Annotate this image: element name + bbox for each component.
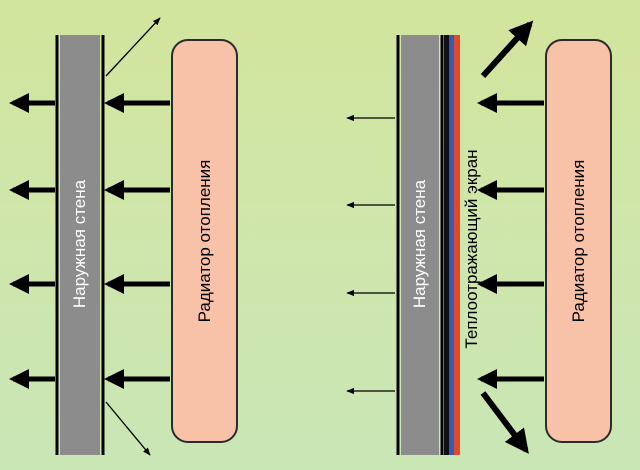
left-outside-arrows bbox=[9, 93, 55, 389]
left-diagonal-arrow-up bbox=[105, 17, 161, 77]
right-wall-label: Наружная стена bbox=[410, 179, 429, 309]
left-radiator-label: Радиатор отопления bbox=[195, 159, 214, 323]
right-outer-wall bbox=[396, 35, 444, 455]
right-radiator-label: Радиатор отопления bbox=[569, 159, 588, 323]
left-wall-label: Наружная стена bbox=[70, 179, 89, 309]
right-reflected-arrow-up bbox=[480, 20, 534, 79]
left-radiator bbox=[171, 39, 238, 443]
right-diagonal-arrows bbox=[480, 20, 534, 454]
right-screen-label: Теплоотражающий экран bbox=[462, 149, 481, 349]
heat-reflective-screen bbox=[444, 35, 460, 455]
right-panel bbox=[346, 20, 612, 455]
right-reflected-arrow-down bbox=[480, 391, 529, 454]
left-panel bbox=[9, 17, 238, 456]
right-outside-arrows bbox=[346, 114, 395, 395]
right-radiator bbox=[545, 39, 612, 443]
right-thick-arrows-to-screen bbox=[477, 93, 544, 389]
left-thick-arrows-to-wall bbox=[104, 93, 170, 389]
left-outer-wall bbox=[55, 35, 105, 455]
left-diagonal-arrows bbox=[105, 17, 161, 456]
left-diagonal-arrow-down bbox=[105, 401, 151, 456]
